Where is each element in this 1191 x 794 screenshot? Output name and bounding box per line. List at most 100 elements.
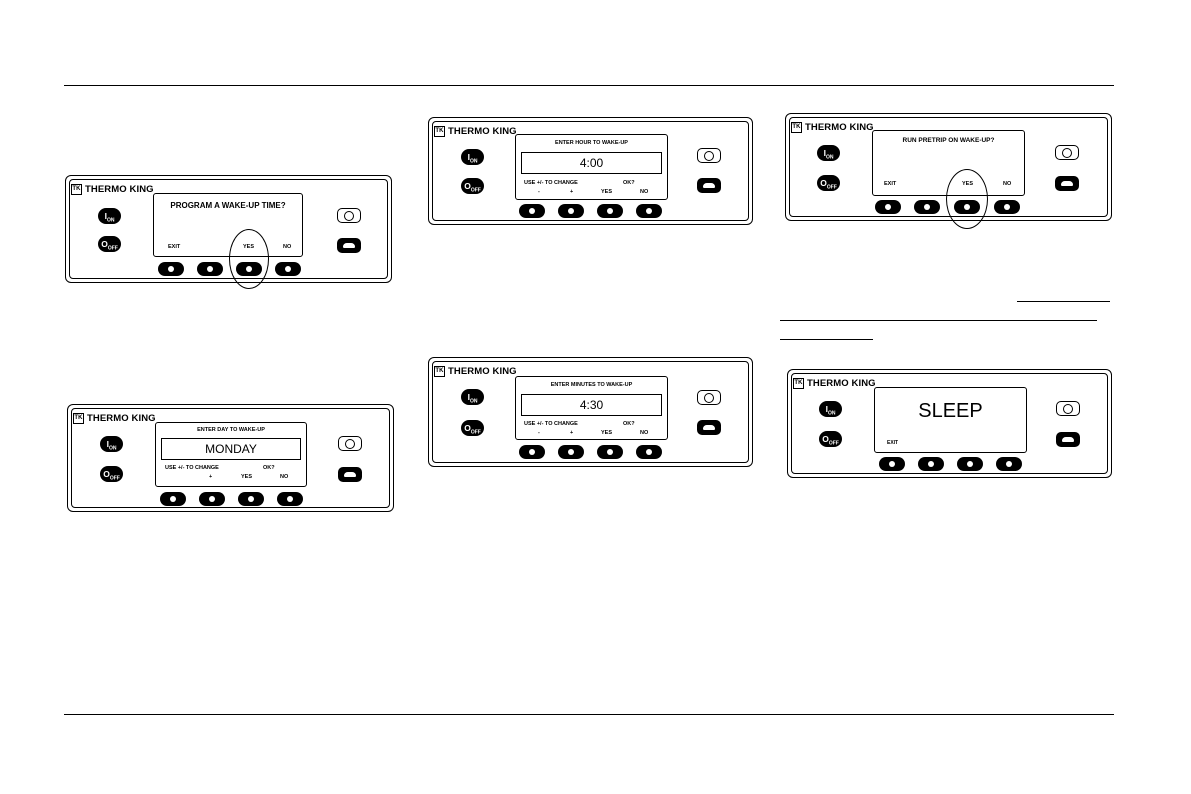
plus-label: + bbox=[570, 189, 574, 195]
gauges-key[interactable] bbox=[697, 390, 721, 405]
soft-key-1[interactable] bbox=[158, 262, 184, 276]
cycle-sentry-key[interactable] bbox=[1055, 176, 1079, 191]
soft-key-2[interactable] bbox=[197, 262, 223, 276]
soft-key-2[interactable] bbox=[558, 445, 584, 459]
display-screen: ENTER MINUTES TO WAKE-UP 4:30 USE +/- TO… bbox=[515, 376, 668, 440]
ok-label: OK? bbox=[623, 421, 635, 427]
cycle-sentry-key[interactable] bbox=[697, 178, 721, 193]
turtle-icon bbox=[343, 243, 355, 248]
no-label: NO bbox=[640, 189, 649, 195]
soft-key-4[interactable] bbox=[277, 492, 303, 506]
off-key[interactable]: OOFF bbox=[98, 236, 121, 252]
soft-key-1[interactable] bbox=[160, 492, 186, 506]
prompt-text: ENTER MINUTES TO WAKE-UP bbox=[550, 382, 633, 388]
cycle-sentry-key[interactable] bbox=[1056, 432, 1080, 447]
on-key[interactable]: ION bbox=[461, 389, 484, 405]
prompt-text: ENTER HOUR TO WAKE-UP bbox=[555, 140, 628, 146]
soft-key-3[interactable] bbox=[238, 492, 264, 506]
yes-label: YES bbox=[241, 474, 253, 480]
yes-label: YES bbox=[601, 430, 613, 436]
soft-key-2[interactable] bbox=[914, 200, 940, 214]
no-label: NO bbox=[280, 474, 289, 480]
underline-3 bbox=[780, 339, 873, 340]
soft-key-1[interactable] bbox=[519, 445, 545, 459]
no-label: NO bbox=[283, 244, 292, 250]
plus-label: + bbox=[570, 430, 574, 436]
turtle-icon bbox=[1061, 181, 1073, 186]
prompt-text: ENTER DAY TO WAKE-UP bbox=[197, 427, 265, 433]
off-key[interactable]: OOFF bbox=[100, 466, 123, 482]
soft-key-4[interactable] bbox=[275, 262, 301, 276]
on-key[interactable]: ION bbox=[100, 436, 123, 452]
gauge-icon bbox=[345, 438, 355, 449]
off-key[interactable]: OOFF bbox=[819, 431, 842, 447]
ok-label: OK? bbox=[263, 465, 275, 471]
gauges-key[interactable] bbox=[697, 148, 721, 163]
on-key[interactable]: ION bbox=[98, 208, 121, 224]
soft-key-1[interactable] bbox=[879, 457, 905, 471]
display-screen: SLEEP EXIT bbox=[874, 387, 1027, 453]
gauges-key[interactable] bbox=[1055, 145, 1079, 160]
turtle-icon bbox=[703, 425, 715, 430]
no-label: NO bbox=[1003, 181, 1012, 187]
yes-label: YES bbox=[601, 189, 613, 195]
soft-key-1[interactable] bbox=[875, 200, 901, 214]
on-key[interactable]: ION bbox=[817, 145, 840, 161]
soft-key-4[interactable] bbox=[994, 200, 1020, 214]
gauge-icon bbox=[1063, 403, 1073, 414]
soft-key-3[interactable] bbox=[597, 204, 623, 218]
soft-key-1[interactable] bbox=[519, 204, 545, 218]
soft-key-4[interactable] bbox=[636, 445, 662, 459]
no-label: NO bbox=[640, 430, 649, 436]
minus-label: - bbox=[538, 189, 540, 195]
gauge-icon bbox=[704, 150, 714, 161]
gauges-key[interactable] bbox=[1056, 401, 1080, 416]
soft-key-2[interactable] bbox=[199, 492, 225, 506]
off-key[interactable]: OOFF bbox=[461, 178, 484, 194]
off-key[interactable]: OOFF bbox=[817, 175, 840, 191]
cycle-sentry-key[interactable] bbox=[697, 420, 721, 435]
on-key[interactable]: ION bbox=[461, 149, 484, 165]
gauge-icon bbox=[1062, 147, 1072, 158]
cycle-sentry-key[interactable] bbox=[338, 467, 362, 482]
sleep-status-text: SLEEP bbox=[918, 400, 983, 422]
minus-label: - bbox=[538, 430, 540, 436]
prompt-text: RUN PRETRIP ON WAKE-UP? bbox=[902, 137, 995, 144]
display-screen: ENTER HOUR TO WAKE-UP 4:00 USE +/- TO CH… bbox=[515, 134, 668, 200]
turtle-icon bbox=[344, 472, 356, 477]
minutes-value: 4:30 bbox=[521, 394, 662, 416]
top-rule bbox=[64, 85, 1114, 86]
soft-key-4[interactable] bbox=[996, 457, 1022, 471]
gauges-key[interactable] bbox=[338, 436, 362, 451]
display-screen: ENTER DAY TO WAKE-UP MONDAY USE +/- TO C… bbox=[155, 422, 307, 487]
soft-key-3[interactable] bbox=[957, 457, 983, 471]
highlight-circle-yes bbox=[229, 229, 269, 289]
soft-key-2[interactable] bbox=[558, 204, 584, 218]
soft-key-4[interactable] bbox=[636, 204, 662, 218]
exit-label: EXIT bbox=[168, 244, 181, 250]
underline-1 bbox=[1017, 301, 1110, 302]
use-hint-label: USE +/- TO CHANGE bbox=[165, 465, 219, 471]
soft-key-3[interactable] bbox=[597, 445, 623, 459]
soft-key-2[interactable] bbox=[918, 457, 944, 471]
plus-label: + bbox=[209, 474, 213, 480]
bottom-rule bbox=[64, 714, 1114, 715]
underline-2 bbox=[780, 320, 1097, 321]
gauges-key[interactable] bbox=[337, 208, 361, 223]
gauge-icon bbox=[704, 392, 714, 403]
on-key[interactable]: ION bbox=[819, 401, 842, 417]
day-value: MONDAY bbox=[161, 438, 301, 460]
turtle-icon bbox=[1062, 437, 1074, 442]
off-key[interactable]: OOFF bbox=[461, 420, 484, 436]
cycle-sentry-key[interactable] bbox=[337, 238, 361, 253]
